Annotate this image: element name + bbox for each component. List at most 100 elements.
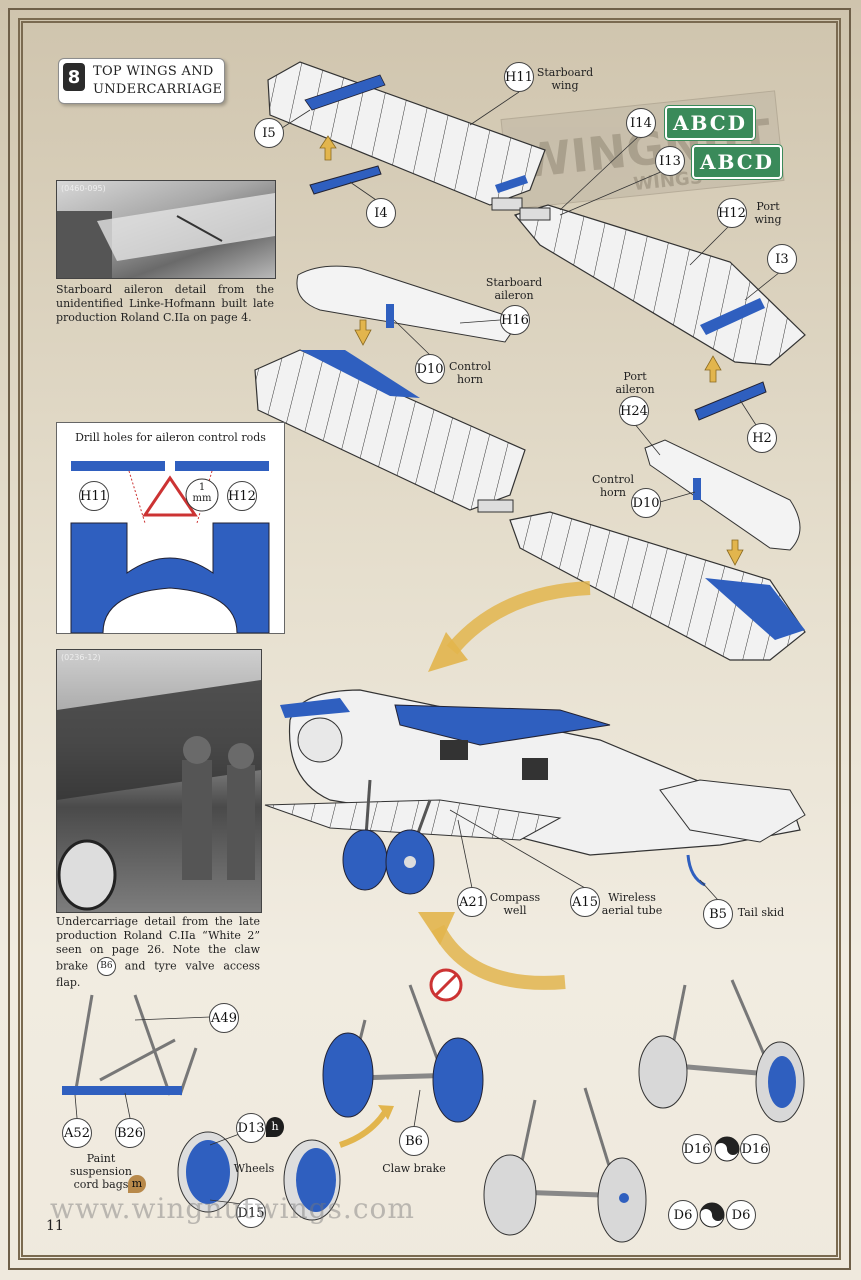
callout-d6-left: D6 [668, 1200, 698, 1230]
step-number: 8 [63, 63, 85, 91]
label-wireless-aerial-line-2: aerial tube [601, 904, 663, 917]
wheel-pair-parts [177, 1131, 341, 1221]
label-port-aileron-line-1: Port [623, 370, 647, 383]
callout-d16-right: D16 [740, 1134, 770, 1164]
label-compass-well-line-2: well [503, 904, 527, 917]
aircraft-fuselage [264, 689, 806, 887]
callout-i4: I4 [366, 198, 396, 228]
photo-caption-bottom: Undercarriage detail from the late produ… [56, 915, 260, 990]
callout-h24: H24 [619, 396, 649, 426]
drill-holes-detail: Drill holes for aileron control rods H11… [56, 422, 285, 634]
callout-d15: D15 [236, 1198, 266, 1228]
callout-b6: B6 [399, 1126, 429, 1156]
undercarriage-assembly-blue [322, 968, 484, 1123]
label-starboard-wing-line-1: Starboard [536, 66, 594, 79]
page-frame-outer [8, 8, 851, 1270]
label-port-aileron-line-2: aileron [615, 383, 655, 396]
page-number: 11 [46, 1218, 64, 1234]
photo-id-top: (0460-095) [61, 184, 106, 193]
drill-size-unit: mm [192, 493, 212, 504]
callout-h11: H11 [504, 62, 534, 92]
photo-caption-bottom-tail: and tyre valve access flap. [56, 959, 261, 990]
label-paint-line-1: Paint [86, 1152, 116, 1165]
callout-a15: A15 [570, 887, 600, 917]
photo-caption-top: Starboard aileron detail from the uniden… [56, 283, 274, 324]
callout-i5: I5 [254, 118, 284, 148]
photo-undercarriage-detail: (0236-12) [56, 649, 262, 913]
drill-holes-graphic [70, 461, 270, 633]
starboard-wing-assembled [254, 349, 526, 513]
label-control-horn-port-line-1: Control [592, 473, 634, 486]
part-h2-shape [694, 381, 767, 421]
step-title-line-2: UNDERCARRIAGE [93, 82, 223, 97]
label-wheels: Wheels [233, 1162, 275, 1175]
step-title: TOP WINGS AND UNDERCARRIAGE [93, 63, 223, 99]
direction-arrows [319, 135, 744, 566]
curved-arrow-upper [446, 581, 591, 655]
undercarriage-assembly-grey-bottom [483, 1087, 647, 1243]
step-header: 8 TOP WINGS AND UNDERCARRIAGE [58, 58, 225, 104]
callout-i3: I3 [767, 244, 797, 274]
label-control-horn-starboard-line-2: horn [456, 373, 484, 386]
undercarriage-assembly-grey-right [638, 979, 805, 1123]
label-starboard-aileron-line-1: Starboard [485, 276, 543, 289]
photo-aileron-detail: (0460-095) [56, 180, 276, 279]
callout-h16: H16 [500, 305, 530, 335]
callout-d10-port: D10 [631, 488, 661, 518]
pair-symbol-d16 [714, 1136, 740, 1162]
drill-size-label: 1 mm [188, 482, 216, 504]
label-paint-line-3: cord bags [73, 1178, 129, 1191]
photo-id-bottom: (0236-12) [61, 653, 101, 662]
drill-callout-h12: H12 [227, 481, 257, 511]
callout-b26: B26 [115, 1118, 145, 1148]
callout-b5: B5 [703, 899, 733, 929]
callout-a49: A49 [209, 1003, 239, 1033]
port-aileron [644, 439, 801, 551]
callout-h2: H2 [747, 423, 777, 453]
callout-i13: I13 [655, 146, 685, 176]
pair-symbol-d6 [699, 1202, 725, 1228]
label-control-horn-starboard-line-1: Control [449, 360, 491, 373]
callout-i14: I14 [626, 108, 656, 138]
label-port-wing-line-2: wing [754, 213, 782, 226]
step-title-line-1: TOP WINGS AND [93, 64, 214, 79]
callout-d16-left: D16 [682, 1134, 712, 1164]
paint-color-badge-h: h [266, 1117, 284, 1137]
page-frame-inner [18, 18, 841, 1260]
callout-d13: D13 [236, 1113, 266, 1143]
website-watermark: www.wingnutwings.com [50, 1192, 415, 1225]
starboard-wing-upper [267, 61, 546, 211]
label-starboard-wing-line-2: wing [551, 79, 579, 92]
drill-title: Drill holes for aileron control rods [75, 431, 266, 444]
label-wireless-aerial-line-1: Wireless [608, 891, 656, 904]
caption-ref-b6: B6 [96, 957, 116, 976]
callout-d10-starboard: D10 [415, 354, 445, 384]
decal-i13: ABCD [692, 145, 782, 179]
callout-h12: H12 [717, 198, 747, 228]
undercarriage-parts-left [62, 994, 198, 1096]
label-port-wing-line-1: Port [756, 200, 780, 213]
port-wing-assembled [509, 511, 806, 661]
drill-callout-h11: H11 [79, 481, 109, 511]
curved-arrow-lower [431, 924, 566, 990]
label-compass-well-line-1: Compass [489, 891, 541, 904]
paint-color-badge-m: m [128, 1175, 146, 1193]
label-starboard-aileron-line-2: aileron [494, 289, 534, 302]
label-claw-brake: Claw brake [382, 1162, 446, 1175]
drill-size-value: 1 [198, 482, 206, 493]
leader-lines [74, 91, 781, 1206]
aircraft-undercarriage [342, 779, 435, 895]
label-control-horn-port-line-2: horn [599, 486, 627, 499]
photo-caption-bottom-text: Undercarriage detail from the late produ… [56, 915, 260, 973]
photo-aileron-graphic [57, 193, 275, 278]
